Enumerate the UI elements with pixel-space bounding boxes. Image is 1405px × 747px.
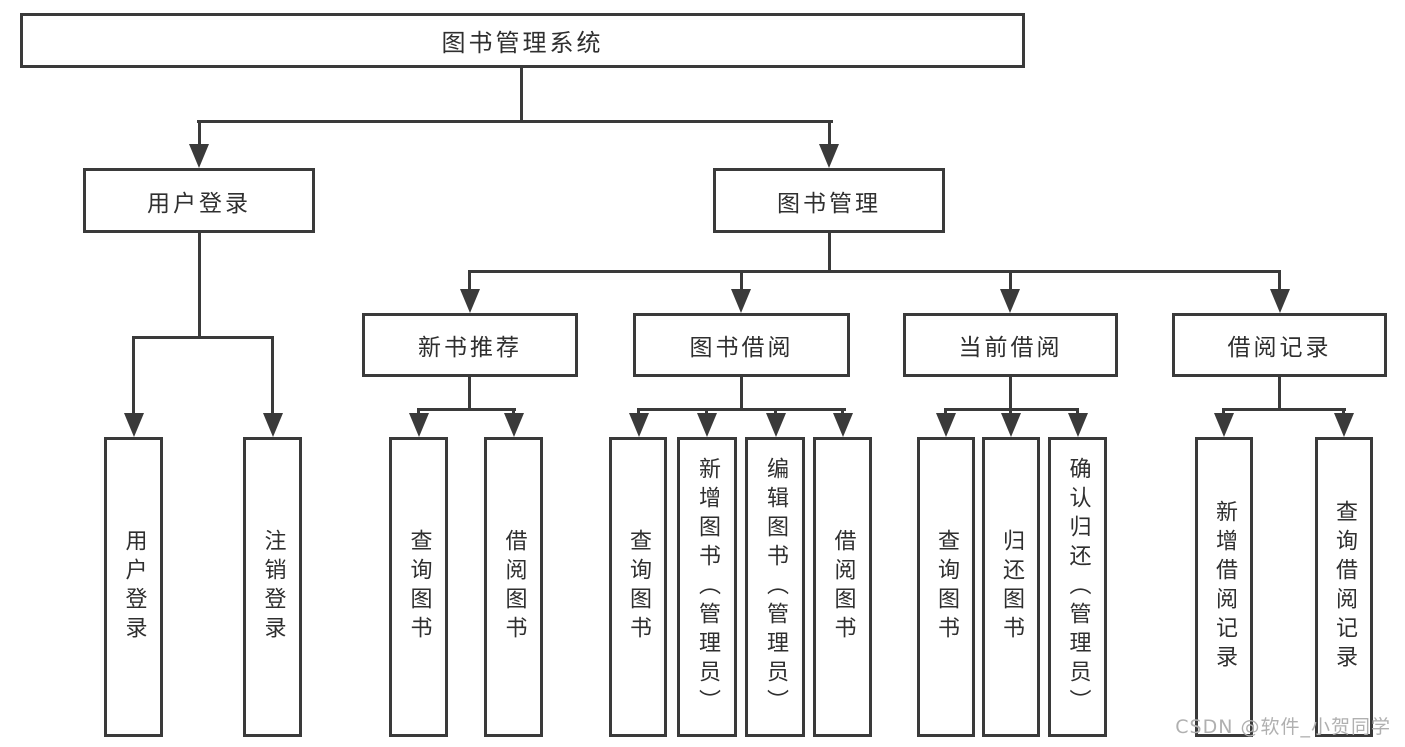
- leaf-add-books-admin: 新增图书（管理员）: [677, 437, 737, 737]
- connector-line: [417, 408, 420, 416]
- node-current-borrowing-label: 当前借阅: [958, 335, 1063, 361]
- leaf-label: 用户登录: [121, 529, 147, 645]
- leaf-label: 编辑图书（管理员）: [763, 456, 788, 718]
- connector-line: [1009, 377, 1012, 410]
- leaf-edit-books-admin: 编辑图书（管理员）: [745, 437, 805, 737]
- leaf-label: 确认归还（管理员）: [1065, 456, 1091, 718]
- connector-line: [1222, 408, 1225, 416]
- connector-line: [740, 377, 743, 410]
- connector-line: [198, 120, 201, 146]
- connector-line: [271, 336, 274, 415]
- leaf-query-books-borrowing: 查询图书: [609, 437, 667, 737]
- connector-line: [828, 120, 831, 146]
- connector-line: [468, 270, 471, 291]
- leaf-add-borrow-record: 新增借阅记录: [1195, 437, 1253, 737]
- connector-line: [132, 336, 274, 339]
- connector-line: [1278, 270, 1281, 291]
- connector-line: [197, 120, 833, 123]
- connector-line: [944, 408, 947, 416]
- leaf-label: 查询图书: [406, 529, 432, 645]
- leaf-return-books: 归还图书: [982, 437, 1040, 737]
- connector-line: [828, 233, 831, 273]
- leaf-label: 借阅图书: [830, 529, 856, 645]
- connector-line: [468, 270, 1281, 273]
- arrow-down-icon: [504, 413, 524, 437]
- connector-line: [417, 408, 516, 411]
- connector-line: [520, 68, 523, 120]
- connector-line: [1222, 408, 1346, 411]
- arrow-down-icon: [1334, 413, 1354, 437]
- connector-line: [774, 408, 777, 416]
- connector-line: [1009, 270, 1012, 291]
- connector-line: [740, 270, 743, 291]
- node-root-label: 图书管理系统: [441, 29, 604, 57]
- arrow-down-icon: [936, 413, 956, 437]
- leaf-query-borrow-record: 查询借阅记录: [1315, 437, 1373, 737]
- leaf-query-books-recommend: 查询图书: [389, 437, 448, 737]
- connector-line: [1342, 408, 1345, 416]
- node-book-management-label: 图书管理: [777, 190, 881, 217]
- connector-line: [132, 336, 135, 415]
- connector-line: [1278, 377, 1281, 410]
- arrow-down-icon: [1001, 413, 1021, 437]
- leaf-label: 新增借阅记录: [1212, 500, 1237, 674]
- leaf-confirm-return-admin: 确认归还（管理员）: [1048, 437, 1107, 737]
- arrow-down-icon: [1214, 413, 1234, 437]
- node-user-login-label: 用户登录: [147, 190, 251, 217]
- connector-line: [198, 233, 201, 339]
- node-root: 图书管理系统: [20, 13, 1025, 68]
- connector-line: [705, 408, 708, 416]
- leaf-logout: 注销登录: [243, 437, 302, 737]
- connector-line: [841, 408, 844, 416]
- node-current-borrowing: 当前借阅: [903, 313, 1118, 377]
- node-new-book-recommend: 新书推荐: [362, 313, 578, 377]
- leaf-query-books-current: 查询图书: [917, 437, 975, 737]
- connector-line: [637, 408, 640, 416]
- arrow-down-icon: [189, 144, 209, 168]
- arrow-down-icon: [124, 413, 144, 437]
- connector-line: [512, 408, 515, 416]
- leaf-label: 借阅图书: [501, 529, 527, 645]
- node-user-login: 用户登录: [83, 168, 315, 233]
- leaf-borrow-books-recommend: 借阅图书: [484, 437, 543, 737]
- arrow-down-icon: [409, 413, 429, 437]
- connector-line: [1076, 408, 1079, 416]
- csdn-watermark: CSDN @软件_小贺同学: [1175, 716, 1391, 738]
- node-borrowing-records-label: 借阅记录: [1227, 335, 1332, 361]
- arrow-down-icon: [1000, 289, 1020, 313]
- leaf-label: 查询图书: [626, 529, 651, 645]
- arrow-down-icon: [1068, 413, 1088, 437]
- node-book-borrowing-label: 图书借阅: [689, 335, 794, 361]
- leaf-label: 注销登录: [260, 529, 286, 645]
- leaf-label: 查询借阅记录: [1332, 500, 1357, 674]
- connector-line: [637, 408, 846, 411]
- leaf-user-login: 用户登录: [104, 437, 163, 737]
- arrow-down-icon: [833, 413, 853, 437]
- node-new-book-recommend-label: 新书推荐: [418, 335, 522, 361]
- arrow-down-icon: [263, 413, 283, 437]
- arrow-down-icon: [1270, 289, 1290, 313]
- node-book-management: 图书管理: [713, 168, 945, 233]
- arrow-down-icon: [697, 413, 717, 437]
- connector-line: [1009, 408, 1012, 416]
- leaf-label: 新增图书（管理员）: [695, 456, 720, 718]
- arrow-down-icon: [731, 289, 751, 313]
- leaf-label: 查询图书: [934, 529, 959, 645]
- leaf-label: 归还图书: [999, 529, 1024, 645]
- node-borrowing-records: 借阅记录: [1172, 313, 1387, 377]
- arrow-down-icon: [766, 413, 786, 437]
- leaf-borrow-books: 借阅图书: [813, 437, 872, 737]
- arrow-down-icon: [629, 413, 649, 437]
- arrow-down-icon: [819, 144, 839, 168]
- connector-line: [468, 377, 471, 410]
- arrow-down-icon: [460, 289, 480, 313]
- node-book-borrowing: 图书借阅: [633, 313, 850, 377]
